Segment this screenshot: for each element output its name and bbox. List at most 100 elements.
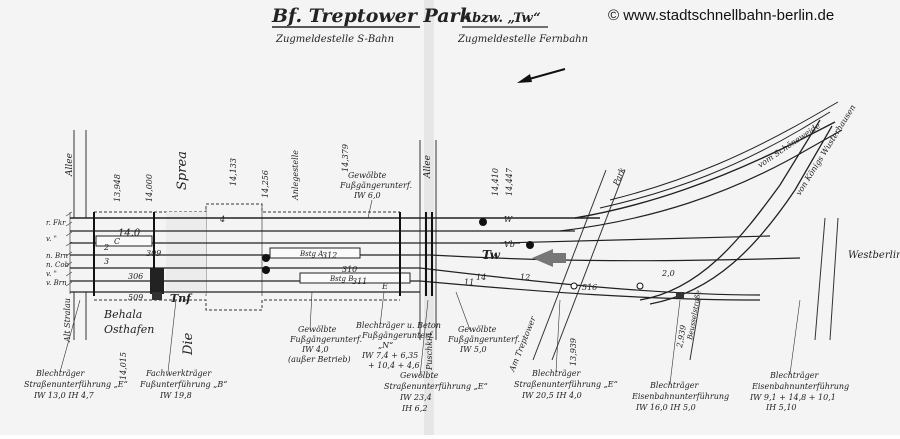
signal-dot (262, 254, 270, 262)
structure-7-line2: Straßenunterführung „E“ (384, 382, 488, 391)
km-label: 2,939 (675, 324, 688, 349)
structure-2-line4: (außer Betrieb) (288, 355, 351, 364)
structure-7-line1: Gewölbte (400, 371, 439, 380)
structure-10-line1: Blechträger (769, 371, 819, 380)
track-label-r-fern: r. Fkr (46, 219, 66, 227)
track-label-v-cob: v. " (46, 270, 57, 278)
label-west-berlin: Westberlin (848, 250, 900, 261)
signal-dot (526, 241, 534, 249)
structure-2-line1: Gewölbte (298, 325, 337, 334)
signal-c: C (114, 237, 120, 246)
signal-306: 306 (128, 272, 143, 281)
structure-10-line4: IH 5,10 (765, 403, 797, 412)
signal-3: 3 (104, 257, 109, 266)
label-allee-right: Allee (423, 155, 433, 179)
label-osthafen: Osthafen (104, 323, 154, 336)
km-label: 14,447 (505, 167, 514, 196)
signal-block (150, 268, 164, 294)
structure-10-line3: IW 9,1 + 14,8 + 10,1 (749, 393, 836, 402)
structure-5-line2: Straßenunterführung „E“ (24, 380, 128, 389)
signal-509: 509 (128, 293, 143, 302)
junction-title: Abzw. „Tw“ (460, 11, 541, 26)
signal-dot (262, 266, 270, 274)
structure-4-line3: IW 5,0 (459, 345, 487, 354)
signal-w: W (504, 215, 513, 224)
platform-label-b: Bstg B (329, 275, 353, 283)
track-label-v-fern: v. " (46, 235, 57, 243)
signal-block (152, 292, 162, 300)
track-label-v-brn: v. Brn (46, 279, 67, 287)
label-alt-stralau: Alt Stralau (63, 298, 72, 343)
structure-7-line4: IH 6,2 (401, 404, 427, 413)
track-label-n-cob: n. Cob (46, 261, 70, 269)
km-label: 14,133 (229, 158, 238, 186)
structure-3-line2: Fußgängerunterf. (361, 331, 434, 340)
signal-516: 516 (582, 283, 597, 292)
signal-tw: Tw (482, 248, 501, 262)
signal-ring (636, 282, 644, 290)
structure-3-line1: Blechträger u. Beton (355, 321, 441, 330)
structure-8-line1: Blechträger (531, 369, 581, 378)
structure-5-line1: Blechträger (35, 369, 85, 378)
copyright-text: © www.stadtschnellbahn-berlin.de (608, 7, 834, 24)
label-puschkin: Puschkin (425, 333, 434, 371)
signal-4: 4 (219, 215, 225, 224)
platform-b (299, 272, 411, 284)
structure-3-line3: „N“ (378, 341, 393, 350)
structure-6-line3: IW 19,8 (159, 391, 192, 400)
signal-2: 2 (103, 243, 109, 252)
signal-ring (570, 282, 578, 290)
signal-310: 310 (342, 265, 357, 274)
structure-4-line2: Fußgängerunterf. (447, 335, 520, 344)
track-label-n-brn: n. Brn (46, 252, 68, 260)
signal-311: 311 (352, 277, 367, 286)
platforms (95, 235, 411, 284)
highlight-arrow (532, 249, 566, 267)
streets (73, 130, 839, 361)
signal-14: 14 (476, 273, 486, 282)
signal-2-0: 2,0 (661, 269, 675, 278)
signal-312: 312 (322, 251, 337, 260)
structure-7-line3: IW 23,4 (399, 393, 432, 402)
structure-6-line1: Fachwerkträger (145, 369, 212, 378)
structure-6-line2: Fußunterführung „B“ (139, 380, 227, 389)
structure-9-line3: IW 16,0 IH 5,0 (635, 403, 696, 412)
structure-1-line3: IW 6,0 (353, 191, 381, 200)
structure-3-line4: IW 7,4 + 6,35 (361, 351, 418, 360)
platform-14 (95, 235, 153, 247)
structure-10-line2: Eisenbahnunterführung (751, 382, 849, 391)
km-label: 14,379 (341, 144, 350, 172)
signal-tnf: Tnf (170, 292, 193, 305)
signal-e: E (381, 282, 388, 291)
structure-9-line1: Blechträger (649, 381, 699, 390)
structure-8-line3: IW 20,5 IH 4,0 (521, 391, 582, 400)
signal-14-0: 14.0 (118, 228, 141, 239)
structure-8-line2: Straßenunterführung „E“ (514, 380, 618, 389)
label-allee-left: Allee (65, 153, 75, 177)
station-subtitle: Zugmeldestelle S-Bahn (275, 34, 394, 45)
label-spree: Sprea (175, 151, 190, 190)
label-behala: Behala (103, 308, 142, 321)
bridge-markers (93, 212, 433, 296)
station-title: Bf. Treptower Park (271, 5, 473, 27)
km-label: 14,256 (261, 170, 270, 198)
structure-1-line2: Fußgängerunterf. (339, 181, 412, 190)
km-label: 14,000 (145, 174, 154, 202)
spree-river (166, 212, 206, 294)
junction-subtitle: Zugmeldestelle Fernbahn (457, 34, 588, 45)
tracks (70, 101, 843, 305)
platform-a (269, 247, 361, 259)
km-label: 13,948 (113, 174, 122, 202)
km-label: 13,939 (569, 338, 578, 366)
structure-1-line1: Gewölbte (348, 171, 387, 180)
signal-vb: Vb (504, 240, 515, 249)
signal-dot (479, 218, 487, 226)
structure-5-line3: IW 13,0 IH 4,7 (33, 391, 95, 400)
km-label: 14,410 (491, 168, 500, 196)
structure-2-line3: IW 4,0 (301, 345, 329, 354)
signal-block (676, 292, 684, 298)
structure-3-line5: + 10,4 + 4,6 (368, 361, 420, 370)
structure-2-line2: Fußgängerunterf. (289, 335, 362, 344)
